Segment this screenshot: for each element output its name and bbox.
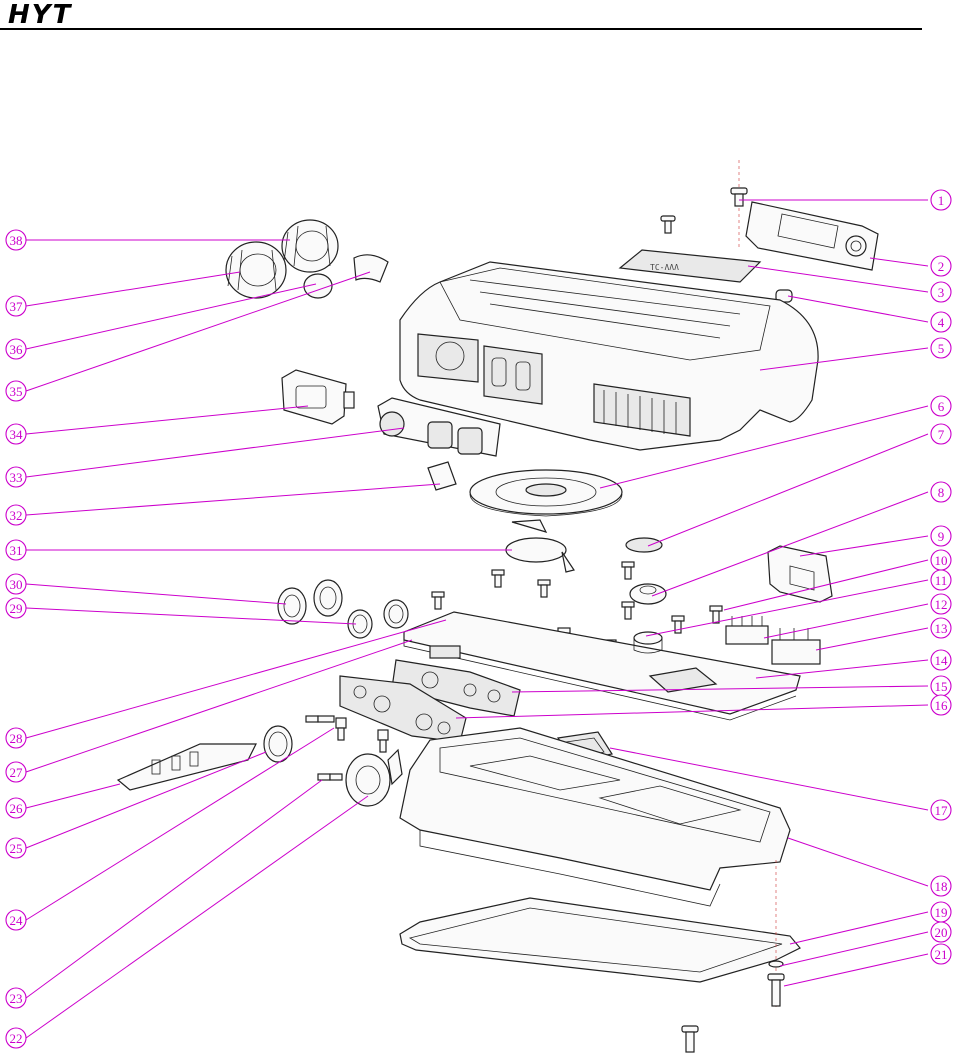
- callout-11: 11: [931, 570, 951, 590]
- svg-text:17: 17: [935, 803, 949, 818]
- svg-text:36: 36: [10, 342, 24, 357]
- part-chassis: [400, 728, 790, 906]
- svg-text:34: 34: [10, 427, 24, 442]
- callout-16: 16: [931, 695, 951, 715]
- callout-28: 28: [6, 728, 26, 748]
- svg-text:TC-ɅɅɅ: TC-ɅɅɅ: [650, 263, 679, 272]
- svg-text:27: 27: [10, 765, 24, 780]
- callout-36: 36: [6, 339, 26, 359]
- part-disc: [626, 538, 662, 552]
- parts-artwork: TC-ɅɅɅ: [118, 160, 878, 1052]
- svg-text:21: 21: [935, 947, 948, 962]
- callout-20: 20: [931, 922, 951, 942]
- callout-27: 27: [6, 762, 26, 782]
- callout-32: 32: [6, 505, 26, 525]
- part-antenna-connector: [346, 750, 402, 806]
- svg-text:2: 2: [938, 259, 945, 274]
- svg-text:4: 4: [938, 315, 945, 330]
- svg-text:25: 25: [10, 841, 23, 856]
- callout-9: 9: [931, 526, 951, 546]
- part-knob: [630, 584, 666, 604]
- callout-19: 19: [931, 902, 951, 922]
- callout-24: 24: [6, 910, 26, 930]
- svg-text:16: 16: [935, 698, 949, 713]
- svg-text:13: 13: [935, 621, 948, 636]
- part-button-cover: [282, 370, 354, 424]
- svg-text:8: 8: [938, 485, 945, 500]
- callout-22: 22: [6, 1028, 26, 1048]
- svg-text:6: 6: [938, 399, 945, 414]
- callout-15: 15: [931, 676, 951, 696]
- callout-3: 3: [931, 282, 951, 302]
- svg-text:28: 28: [10, 731, 23, 746]
- svg-text:35: 35: [10, 384, 23, 399]
- callout-26: 26: [6, 798, 26, 818]
- svg-text:23: 23: [10, 991, 23, 1006]
- svg-text:20: 20: [935, 925, 948, 940]
- svg-text:5: 5: [938, 341, 945, 356]
- callout-17: 17: [931, 800, 951, 820]
- svg-text:18: 18: [935, 879, 948, 894]
- callout-5: 5: [931, 338, 951, 358]
- part-connectors: [726, 616, 820, 664]
- callout-6: 6: [931, 396, 951, 416]
- part-speaker: [470, 470, 622, 516]
- svg-text:1: 1: [938, 193, 945, 208]
- callout-29: 29: [6, 598, 26, 618]
- callout-31: 31: [6, 540, 26, 560]
- part-rings: [278, 580, 408, 638]
- part-speaker-gasket: [506, 520, 574, 572]
- callout-10: 10: [931, 550, 951, 570]
- callout-2: 2: [931, 256, 951, 276]
- svg-text:19: 19: [935, 905, 948, 920]
- callout-8: 8: [931, 482, 951, 502]
- svg-text:11: 11: [935, 573, 948, 588]
- svg-text:15: 15: [935, 679, 948, 694]
- callout-34: 34: [6, 424, 26, 444]
- callout-33: 33: [6, 467, 26, 487]
- svg-text:33: 33: [10, 470, 23, 485]
- svg-text:7: 7: [938, 427, 945, 442]
- part-top-plate: TC-ɅɅɅ: [620, 250, 760, 282]
- svg-text:9: 9: [938, 529, 945, 544]
- callout-23: 23: [6, 988, 26, 1008]
- callout-35: 35: [6, 381, 26, 401]
- svg-text:30: 30: [10, 577, 23, 592]
- svg-text:10: 10: [935, 553, 948, 568]
- svg-text:38: 38: [10, 233, 23, 248]
- svg-text:22: 22: [10, 1031, 23, 1046]
- svg-text:29: 29: [10, 601, 23, 616]
- callout-13: 13: [931, 618, 951, 638]
- callout-14: 14: [931, 650, 951, 670]
- svg-text:32: 32: [10, 508, 23, 523]
- svg-text:31: 31: [10, 543, 23, 558]
- callout-1: 1: [931, 190, 951, 210]
- callout-4: 4: [931, 312, 951, 332]
- part-shield-plates: [340, 660, 520, 742]
- callout-7: 7: [931, 424, 951, 444]
- svg-text:3: 3: [938, 285, 945, 300]
- svg-text:37: 37: [10, 299, 24, 314]
- callout-18: 18: [931, 876, 951, 896]
- callout-38: 38: [6, 230, 26, 250]
- callout-12: 12: [931, 594, 951, 614]
- part-side-cover: [746, 202, 878, 270]
- part-gasket-ring: [400, 898, 800, 982]
- svg-text:26: 26: [10, 801, 24, 816]
- svg-text:24: 24: [10, 913, 24, 928]
- callout-21: 21: [931, 944, 951, 964]
- svg-text:12: 12: [935, 597, 948, 612]
- part-clip: [768, 546, 832, 602]
- part-screw-top: [661, 160, 747, 250]
- callout-25: 25: [6, 838, 26, 858]
- svg-text:14: 14: [935, 653, 949, 668]
- callout-37: 37: [6, 296, 26, 316]
- callout-30: 30: [6, 574, 26, 594]
